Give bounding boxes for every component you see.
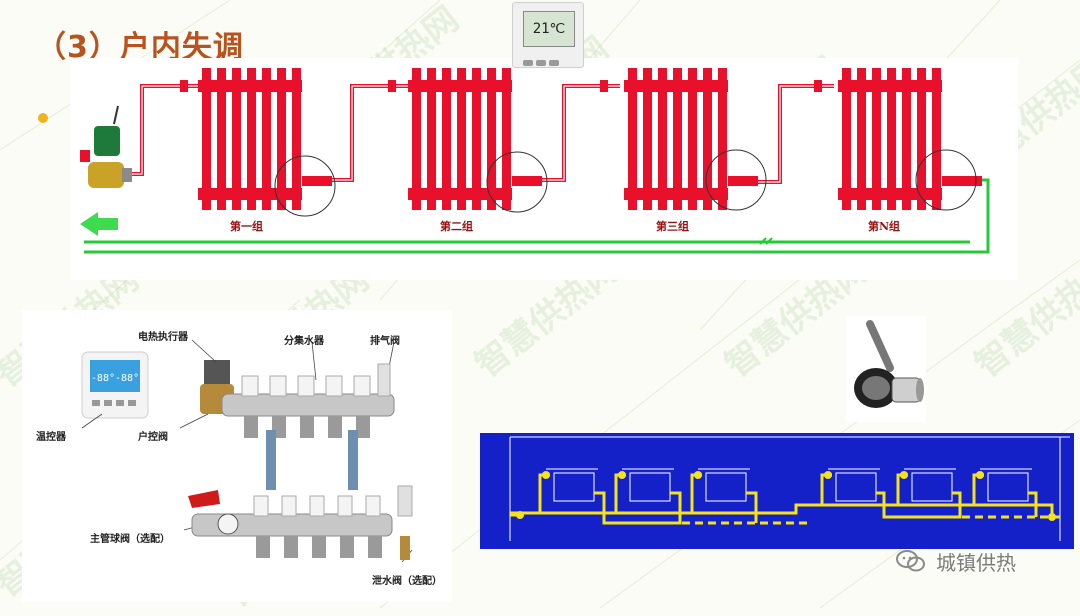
bullet-point [38, 113, 48, 123]
radiator-group-1 [198, 68, 336, 217]
radiator-group-3 [624, 68, 767, 211]
radiator-label: 第一组 [230, 220, 263, 233]
label-thermostat: 温控器 [36, 432, 66, 443]
manifold-panel: -88°-88° [22, 310, 452, 602]
manifold-thermostat-display: -88°-88° [91, 373, 139, 384]
label-distributor: 分集水器 [284, 336, 324, 347]
valve-photo [846, 316, 926, 422]
radiator-label: 第二组 [440, 220, 473, 233]
radiator-group-n [838, 68, 982, 211]
thermostat-icon: -88°-88° [81, 351, 149, 419]
wechat-icon [896, 550, 926, 572]
brand-footer: 城镇供热 [896, 544, 1016, 578]
label-actuator: 电热执行器 [138, 332, 188, 343]
radiator-group-2 [408, 68, 548, 213]
thermostat-device: 21℃ [512, 2, 584, 68]
manifold-diagram: -88°-88° [81, 339, 413, 563]
radiator-diagram-panel: 第一组 第二组 第三组 第N组 [70, 58, 1018, 280]
label-drain-valve: 泄水阀（选配） [372, 576, 442, 587]
piping-schematic [509, 436, 1070, 541]
radiator-label: 第N组 [868, 220, 901, 233]
brand-name: 城镇供热 [936, 550, 1016, 575]
thermostat-display: 21℃ [523, 11, 575, 47]
radiator-label: 第三组 [656, 220, 689, 233]
balancing-valve-icon [854, 320, 924, 408]
upper-manifold-icon [221, 363, 395, 438]
thermostat-buttons [523, 51, 573, 66]
lower-manifold-icon [188, 485, 413, 560]
piping-schematic-panel [480, 433, 1074, 549]
label-household-valve: 户控阀 [138, 432, 168, 443]
label-main-ball-valve: 主管球阀（选配） [90, 534, 170, 545]
radiator-diagram [80, 68, 990, 254]
actuator-valve-icon [88, 105, 132, 188]
label-air-valve: 排气阀 [370, 336, 400, 347]
return-arrow-icon [80, 212, 118, 236]
